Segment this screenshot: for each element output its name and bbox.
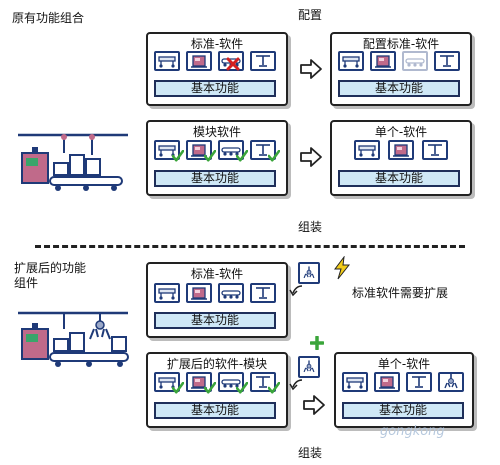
check-icon	[268, 382, 280, 394]
gripper-icon	[438, 372, 464, 392]
cart-icon	[338, 51, 364, 71]
base-function-bar: 基本功能	[154, 170, 276, 187]
base-function-bar: 基本功能	[338, 170, 460, 187]
t-bar-icon	[250, 140, 276, 160]
check-icon	[236, 150, 248, 162]
conveyor-icon	[218, 372, 244, 392]
curved-arrow-icon	[289, 379, 303, 391]
machine-icon	[186, 283, 212, 303]
t-bar-icon	[422, 140, 448, 160]
check-icon	[268, 150, 280, 162]
machine-icon	[186, 140, 212, 160]
card-single-software: 单个-软件 基本功能	[330, 120, 472, 196]
config-label: 配置	[298, 8, 323, 22]
lightning-icon	[334, 256, 351, 280]
t-bar-icon	[250, 372, 276, 392]
check-icon	[204, 382, 216, 394]
card-configured-standard-software: 配置标准-软件 基本功能	[330, 32, 472, 106]
conveyor-icon	[218, 283, 244, 303]
base-function-bar: 基本功能	[338, 80, 460, 97]
machine-icon	[186, 372, 212, 392]
machine-icon	[374, 372, 400, 392]
conveyor-icon	[218, 51, 244, 71]
check-icon	[236, 382, 248, 394]
section-label-extended-line1: 扩展后的功能	[14, 261, 87, 275]
card-title: 标准-软件	[190, 37, 244, 51]
base-function-bar: 基本功能	[342, 402, 464, 419]
t-bar-icon	[250, 283, 276, 303]
card-title: 单个-软件	[377, 357, 431, 371]
assembly-label-top: 组装	[298, 220, 323, 234]
assembly-label-bottom: 组装	[298, 446, 323, 460]
check-icon	[172, 382, 184, 394]
base-function-bar: 基本功能	[154, 80, 276, 97]
cart-icon	[354, 140, 380, 160]
watermark: gongkong	[380, 424, 445, 439]
t-bar-icon	[250, 51, 276, 71]
conveyor-icon	[402, 51, 428, 71]
section-label-extended-line2: 组件	[14, 276, 39, 290]
arrow-right-icon	[299, 146, 323, 168]
cart-icon	[154, 140, 180, 160]
t-bar-icon	[434, 51, 460, 71]
base-function-bar: 基本功能	[154, 402, 276, 419]
cart-icon	[342, 372, 368, 392]
extension-note: 标准软件需要扩展	[352, 286, 449, 300]
gripper-module-icon	[298, 356, 320, 378]
section-label-original: 原有功能组合	[12, 11, 85, 25]
conveyor-icon	[218, 140, 244, 160]
arrow-right-icon	[302, 394, 326, 416]
t-bar-icon	[406, 372, 432, 392]
cross-icon	[226, 57, 240, 71]
card-title: 配置标准-软件	[362, 37, 440, 51]
card-single-software-bottom: 单个-软件 基本功能	[334, 352, 474, 428]
machine-illustration-original	[18, 133, 128, 191]
machine-icon	[186, 51, 212, 71]
cart-icon	[154, 283, 180, 303]
machine-icon	[370, 51, 396, 71]
gripper-module-icon	[298, 262, 320, 284]
check-icon	[204, 150, 216, 162]
card-title: 单个-软件	[374, 125, 428, 139]
base-function-bar: 基本功能	[154, 312, 276, 329]
cart-icon	[154, 51, 180, 71]
machine-icon	[388, 140, 414, 160]
section-divider	[35, 245, 465, 248]
card-title: 模块软件	[192, 125, 241, 139]
check-icon	[172, 150, 184, 162]
card-module-software: 模块软件 基本功能	[146, 120, 288, 196]
cart-icon	[154, 372, 180, 392]
card-standard-software-bottom: 标准-软件 基本功能	[146, 262, 288, 338]
curved-arrow-icon	[289, 285, 303, 297]
arrow-right-icon	[299, 58, 323, 80]
plus-icon	[310, 336, 324, 350]
card-title: 扩展后的软件-模块	[166, 357, 268, 371]
card-extended-module-software: 扩展后的软件-模块 基本功能	[146, 352, 288, 428]
card-standard-software: 标准-软件 基本功能	[146, 32, 288, 106]
machine-illustration-extended	[18, 311, 129, 367]
card-title: 标准-软件	[190, 267, 244, 281]
